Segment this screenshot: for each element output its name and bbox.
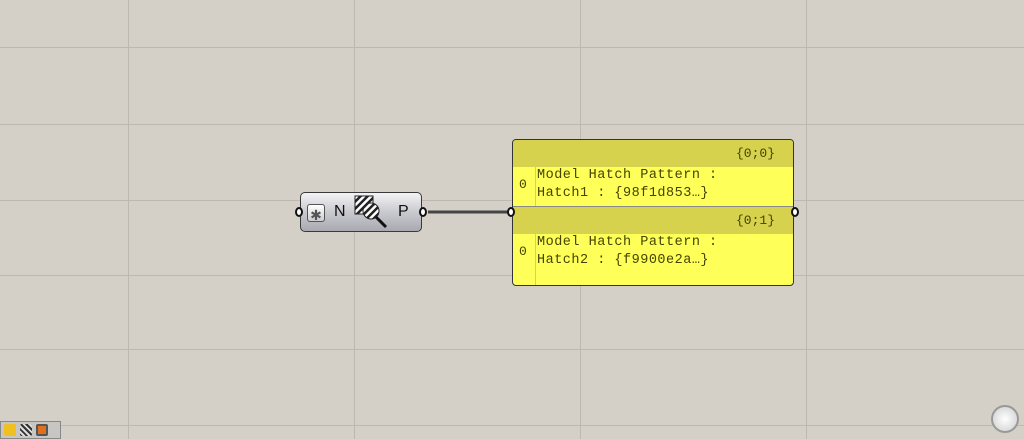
orange-square-icon[interactable] — [36, 424, 48, 436]
output-label: P — [398, 203, 409, 220]
hatch-search-icon[interactable] — [20, 424, 32, 436]
grid-line — [0, 47, 1024, 48]
compass-icon[interactable] — [991, 405, 1019, 433]
grid-line — [806, 0, 807, 439]
item-index: 0 — [519, 244, 527, 259]
item-line: Hatch1 : {98f1d853…} — [537, 186, 710, 201]
panel-output-port[interactable] — [791, 207, 799, 217]
bottom-tray — [0, 421, 61, 439]
item-index: 0 — [519, 177, 527, 192]
branch-header: {0;0} — [513, 140, 793, 167]
input-label: N — [334, 203, 346, 220]
model-hatch-pattern-component[interactable]: ✱ N P — [295, 192, 427, 232]
grid-line — [128, 0, 129, 439]
item-line: Model Hatch Pattern : — [537, 168, 718, 183]
grasshopper-icon[interactable] — [4, 424, 16, 436]
item-line: Hatch2 : {f9900e2a…} — [537, 253, 710, 268]
branch-separator — [513, 206, 793, 207]
output-port-p[interactable] — [419, 207, 427, 217]
input-port-n[interactable] — [295, 207, 303, 217]
data-panel[interactable]: {0;0} 0 Model Hatch Pattern : Hatch1 : {… — [512, 139, 794, 286]
grid-line — [0, 425, 1024, 426]
hatch-pattern-search-icon — [354, 195, 388, 229]
grid-line — [0, 124, 1024, 125]
branch-header: {0;1} — [513, 207, 793, 234]
item-line: Model Hatch Pattern : — [537, 235, 718, 250]
grid-line — [0, 349, 1024, 350]
asterisk-icon[interactable]: ✱ — [307, 204, 325, 223]
panel-input-port[interactable] — [507, 207, 515, 217]
